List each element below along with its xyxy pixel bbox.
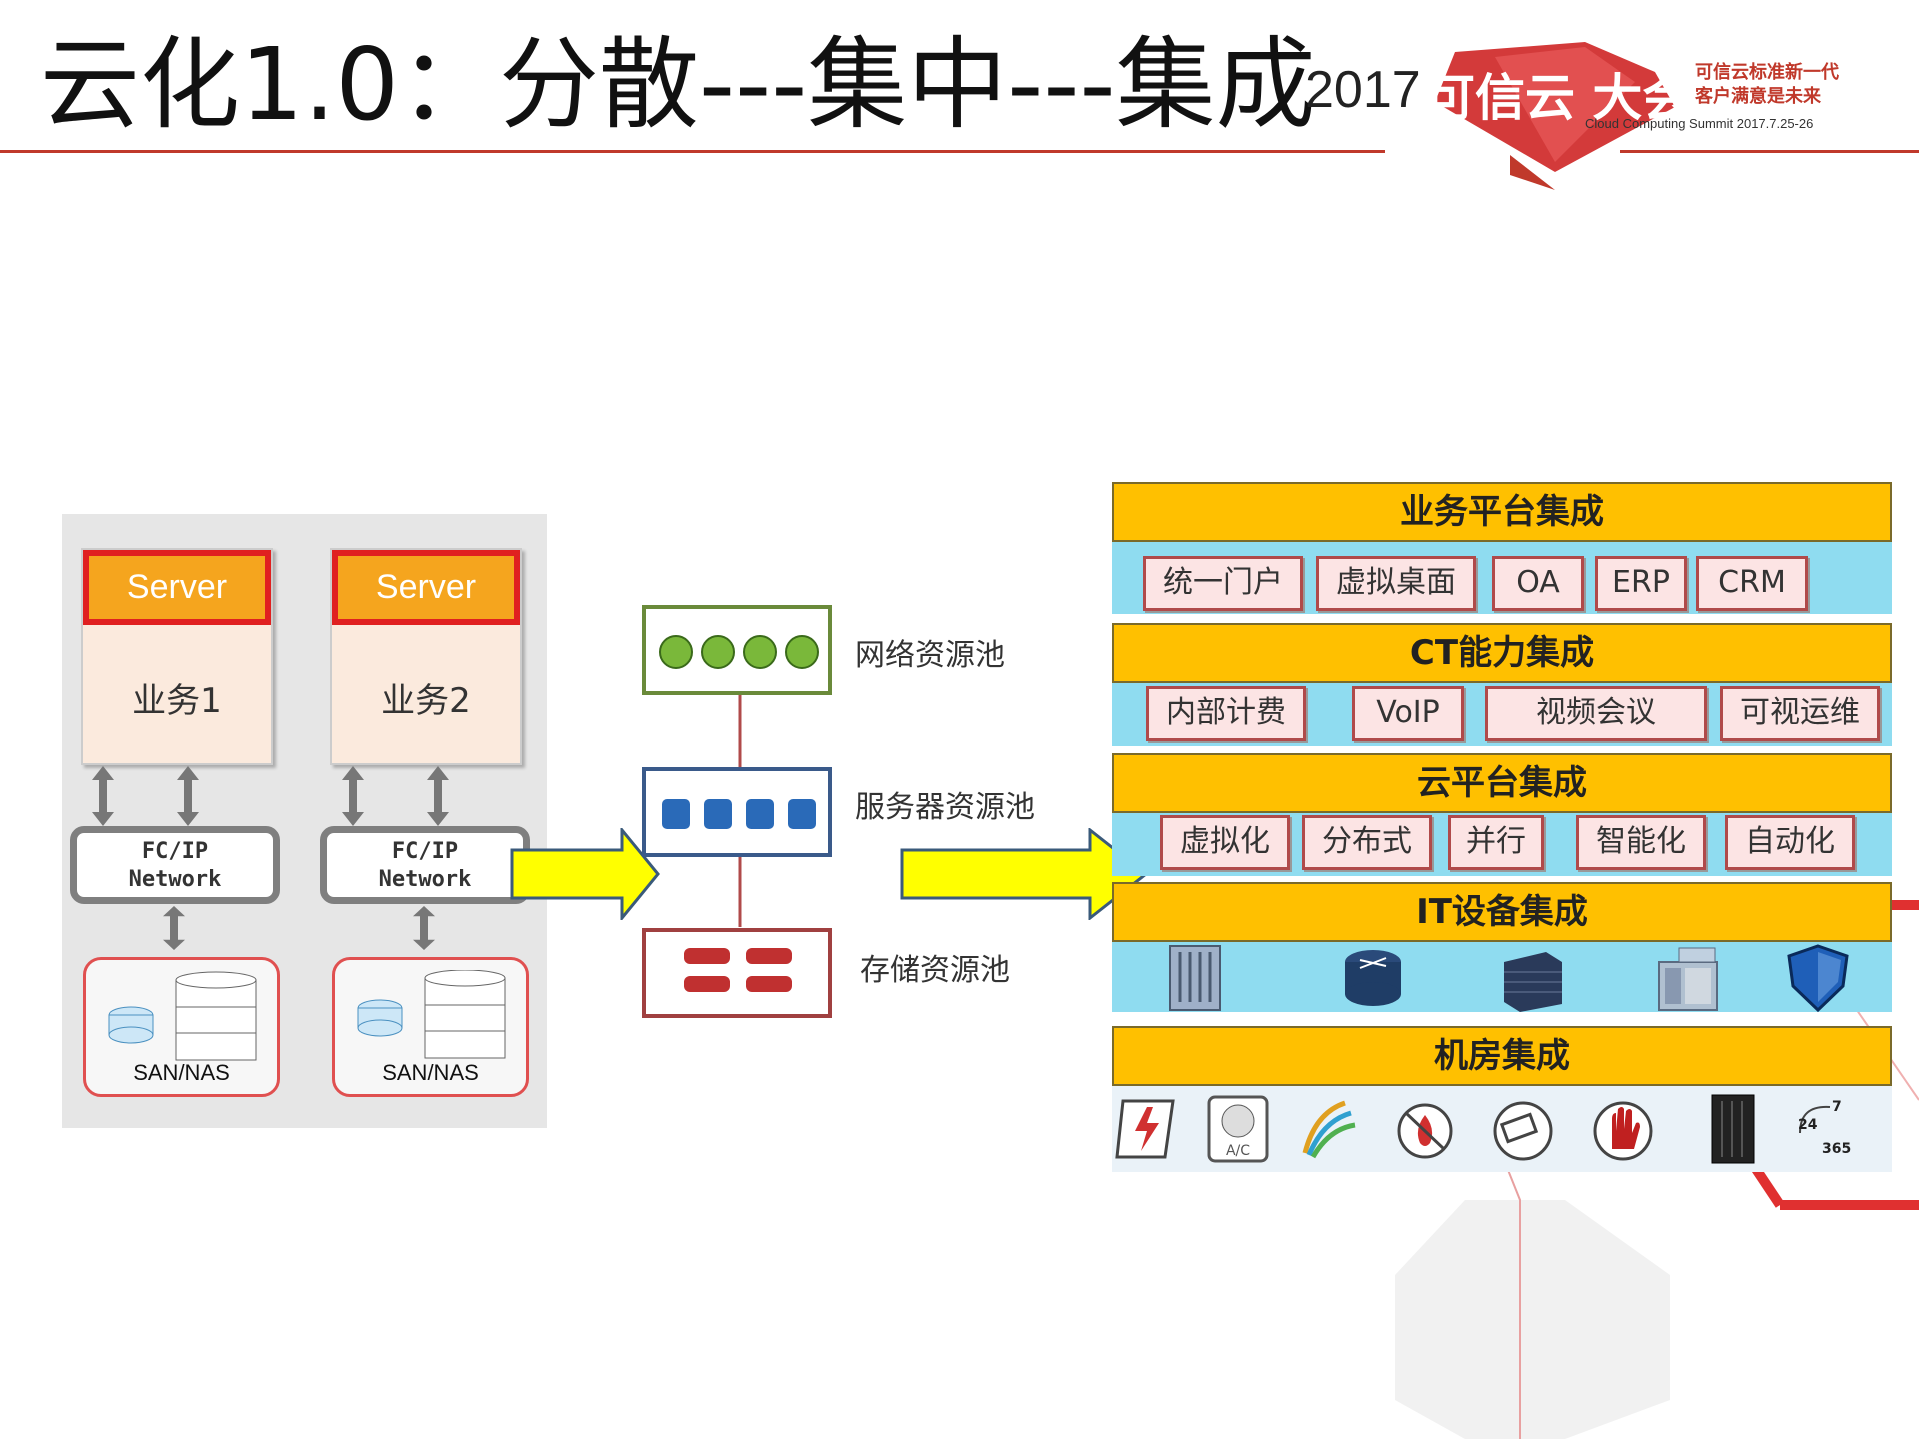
bidirectional-arrow-icon — [92, 766, 114, 826]
storage-disks-icon — [684, 948, 792, 992]
server-card-1: Server 业务1 — [81, 548, 273, 765]
network-nodes-icon — [659, 635, 819, 669]
network-line1: FC/IP — [391, 839, 459, 864]
server-pool-box — [642, 767, 832, 857]
security-shield-icon — [1787, 944, 1849, 1013]
bidirectional-arrow-icon — [163, 906, 185, 950]
chip-crm: CRM — [1696, 556, 1808, 611]
network-line2: Network — [378, 867, 472, 892]
chip-unified-portal: 统一门户 — [1143, 556, 1303, 611]
server-header: Server — [332, 550, 520, 625]
svg-text:365: 365 — [1822, 1141, 1851, 1157]
storage-box-2: SAN/NAS — [332, 957, 529, 1097]
raid-storage-icon — [1504, 952, 1562, 1012]
svg-text:7: 7 — [1832, 1099, 1842, 1115]
chip-automation: 自动化 — [1725, 815, 1855, 870]
layer-title-room: 机房集成 — [1112, 1026, 1892, 1086]
layer-title-cloud: 云平台集成 — [1112, 753, 1892, 813]
summit-logo: 2017 可信云 大会 可信云标准新一代 客户满意是未来 Cloud Compu… — [1305, 42, 1885, 190]
chip-video-conference: 视频会议 — [1485, 686, 1707, 741]
fire-protection-icon — [1397, 1103, 1453, 1159]
network-box-1: FC/IP Network — [70, 826, 280, 904]
logo-diamond-icon — [1435, 42, 1675, 172]
storage-box-1: SAN/NAS — [83, 957, 280, 1097]
svg-text:24: 24 — [1798, 1117, 1818, 1133]
server-pool-label: 服务器资源池 — [855, 790, 1035, 825]
logo-name: 可信云 大会 — [1425, 69, 1693, 127]
chip-visual-ops: 可视运维 — [1720, 686, 1880, 741]
bidirectional-arrow-icon — [342, 766, 364, 826]
server-card-2: Server 业务2 — [330, 548, 522, 765]
logo-subtitle: Cloud Computing Summit 2017.7.25-26 — [1585, 116, 1814, 131]
chip-virtual-desktop: 虚拟桌面 — [1316, 556, 1476, 611]
storage-pool-label: 存储资源池 — [860, 953, 1010, 988]
chip-internal-billing: 内部计费 — [1146, 686, 1306, 741]
server-cubes-icon — [662, 799, 816, 829]
layer-it-row — [1112, 940, 1892, 1012]
network-box-2: FC/IP Network — [320, 826, 530, 904]
cabinet-icon — [1711, 1094, 1755, 1164]
chip-intelligent: 智能化 — [1576, 815, 1706, 870]
svg-text:A/C: A/C — [1226, 1143, 1250, 1159]
server-header: Server — [83, 550, 271, 625]
layer-title-ct: CT能力集成 — [1112, 623, 1892, 683]
power-icon — [1115, 1099, 1175, 1159]
logo-slogan-line2: 客户满意是未来 — [1695, 86, 1821, 107]
router-icon — [1345, 950, 1401, 1006]
chip-virtualization: 虚拟化 — [1160, 815, 1290, 870]
chip-oa: OA — [1492, 556, 1584, 611]
layer-title-it: IT设备集成 — [1112, 882, 1892, 942]
layer-title-business: 业务平台集成 — [1112, 482, 1892, 542]
logo-slogan-line1: 可信云标准新一代 — [1695, 62, 1839, 83]
chip-voip: VoIP — [1352, 686, 1464, 741]
disk-array-icon — [108, 971, 257, 1061]
san-nas-label: SAN/NAS — [133, 1060, 230, 1085]
disk-array-icon — [357, 970, 506, 1059]
server-business-label: 业务2 — [381, 681, 471, 721]
blade-server-icon — [1169, 945, 1221, 1011]
bidirectional-arrow-icon — [413, 906, 435, 950]
network-pool-box — [642, 605, 832, 695]
logo-year: 2017 — [1305, 61, 1421, 119]
surveillance-camera-icon — [1493, 1101, 1553, 1161]
ac-fan-icon: A/C — [1207, 1095, 1269, 1163]
distributed-panel: Server 业务1 Server 业务2 FC/IP Network FC/I… — [62, 514, 547, 1128]
chip-distributed: 分布式 — [1302, 815, 1432, 870]
title-divider-left — [0, 150, 1385, 153]
title-divider-right — [1620, 150, 1919, 153]
24-7-365-icon: 24 7 365 — [1798, 1099, 1851, 1157]
server-business-label: 业务1 — [132, 681, 222, 721]
chip-erp: ERP — [1595, 556, 1687, 611]
access-control-icon — [1593, 1101, 1653, 1161]
page-title: 云化1.0：分散---集中---集成 — [40, 26, 1316, 143]
resource-pool-connectors — [738, 692, 742, 927]
transition-arrow-icon — [510, 828, 660, 920]
chip-parallel: 并行 — [1448, 815, 1544, 870]
bidirectional-arrow-icon — [427, 766, 449, 826]
rack-server-icon — [1658, 947, 1718, 1011]
network-line2: Network — [128, 867, 222, 892]
cabling-icon — [1302, 1100, 1356, 1159]
bidirectional-arrow-icon — [177, 766, 199, 826]
san-nas-label: SAN/NAS — [382, 1060, 479, 1085]
network-line1: FC/IP — [141, 839, 209, 864]
network-pool-label: 网络资源池 — [855, 638, 1005, 673]
storage-pool-box — [642, 928, 832, 1018]
